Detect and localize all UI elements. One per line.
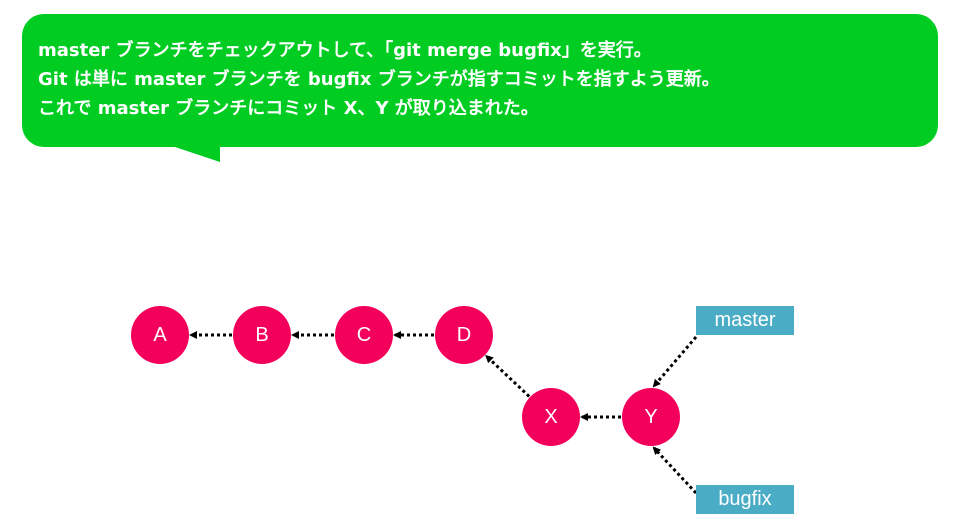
bubble-line-1: master ブランチをチェックアウトして、「git merge bugfix」… (38, 40, 652, 61)
parent-arrow-x-d (485, 354, 531, 398)
ref-arrow-master-y (652, 336, 698, 388)
bubble-line-2: Git は単に master ブランチを bugfix ブランチが指すコミットを… (38, 69, 720, 90)
bubble-text: master ブランチをチェックアウトして、「git merge bugfix」… (38, 36, 928, 123)
commit-node-c: C (335, 306, 393, 364)
ref-arrow-bugfix-y (652, 446, 698, 495)
commit-node-a: A (131, 306, 189, 364)
branch-label-master: master (696, 306, 794, 335)
speech-bubble: master ブランチをチェックアウトして、「git merge bugfix」… (22, 14, 938, 147)
commit-node-b: B (233, 306, 291, 364)
branch-label-bugfix: bugfix (696, 485, 794, 514)
commit-node-d: D (435, 306, 493, 364)
commit-node-y: Y (622, 388, 680, 446)
commit-node-x: X (522, 388, 580, 446)
bubble-line-3: これで master ブランチにコミット X、Y が取り込まれた。 (38, 98, 539, 119)
